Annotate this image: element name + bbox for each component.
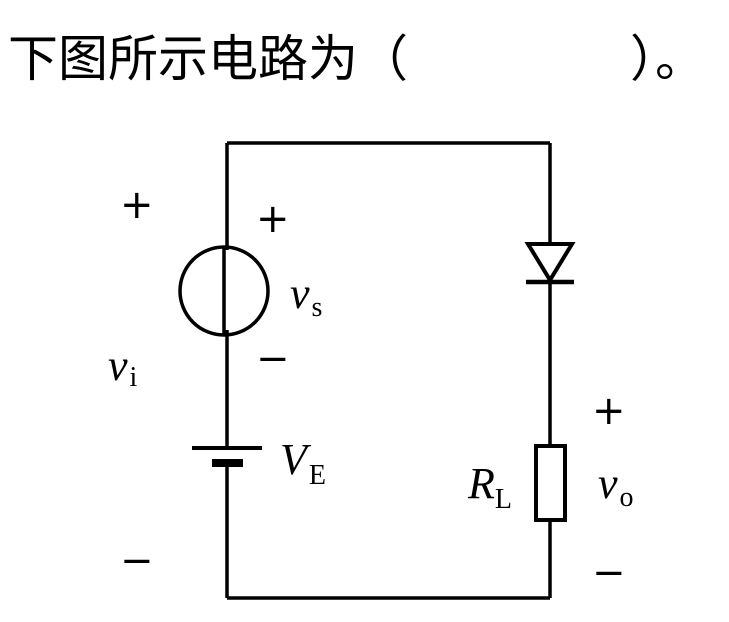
vs-minus-sign: − [256,336,290,382]
vi-plus-sign: + [120,182,154,228]
vo-label: vo [598,459,634,513]
vo-minus-sign: − [592,550,626,596]
vo-plus-sign: + [592,388,626,434]
ac-source-symbol [178,245,270,337]
ve-label: VE [280,435,326,491]
circuit-wires [225,141,552,600]
vi-minus-sign: − [120,538,154,584]
rl-label: RL [467,459,512,515]
vs-label: vs [290,269,322,323]
battery-symbol [192,446,262,467]
diode-symbol [524,242,576,285]
question-suffix: ）。 [630,30,705,88]
question-prefix: 下图所示电路为（ [8,30,408,88]
vs-plus-sign: + [256,196,290,242]
vi-label: vi [108,341,138,393]
resistor-symbol [534,444,567,522]
